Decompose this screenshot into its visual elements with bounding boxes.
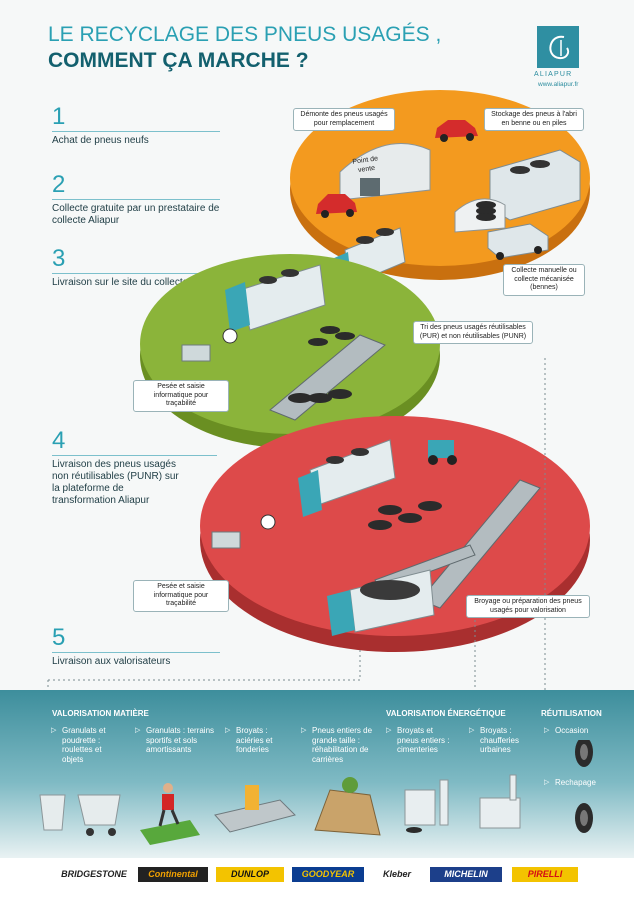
football-player-icon [140,783,200,845]
aliapur-logo [537,26,579,68]
step-rule [52,273,220,274]
triangle-icon: ▷ [301,727,307,734]
step-rule [52,199,220,200]
logo-url: www.aliapur.fr [538,81,579,88]
brand-goodyear: GOODYEAR [292,867,364,882]
step-rule [52,131,220,132]
item-chaufferies: ▷ Broyats : chaufferies urbaines [469,726,540,755]
step-text: Livraison des pneus usagés non réutilisa… [52,459,179,506]
step-text: Livraison sur le site du collecteur [52,277,198,288]
item-granulats-objets: ▷ Granulats et poudrette : roulettes et … [51,726,122,764]
item-text: Rechapage [555,778,596,787]
item-pneus-carrieres: ▷ Pneus entiers de grande taille : réhab… [301,726,380,764]
step-5: 5 Livraison aux valorisateurs [52,625,220,668]
heading-reutilisation: RÉUTILISATION [541,709,602,718]
step-1: 1 Achat de pneus neufs [52,104,220,147]
heading-valorisation-matiere: VALORISATION MATIÈRE [52,709,149,718]
step-rule [52,455,217,456]
item-broyats-acieries: ▷ Broyats : aciéries et fonderies [225,726,296,755]
item-text: Occasion [555,726,589,735]
item-text: Granulats : terrains sportifs et sols am… [146,726,215,754]
brand-dunlop: DUNLOP [216,867,284,882]
item-text: Broyats : aciéries et fonderies [236,726,273,754]
brand-michelin: MICHELIN [430,867,502,882]
title-line-2: COMMENT ÇA MARCHE ? [48,49,309,72]
item-text: Broyats et pneus entiers : cimenteries [397,726,450,754]
step-number: 3 [52,245,66,272]
tyre-occasion-icon [575,740,593,767]
callout-tri: Tri des pneus usagés réutilisables (PUR)… [413,321,533,344]
triangle-icon: ▷ [386,727,392,734]
item-text: Pneus entiers de grande taille : réhabil… [312,726,373,764]
brand-pirelli: PIRELLI [512,867,578,882]
logo-name: ALIAPUR [534,71,573,78]
heading-valorisation-energetique: VALORISATION ÉNERGÉTIQUE [386,709,506,718]
brand-bridgestone: BRIDGESTONE [61,869,127,879]
step-number: 5 [52,624,66,651]
valorisation-icons [39,740,593,845]
step-text: Achat de pneus neufs [52,135,149,146]
page-title: LE RECYCLAGE DES PNEUS USAGÉS , COMMENT … [48,22,441,74]
steel-mill-icon [214,785,296,833]
quarry-icon [314,777,381,836]
callout-pesee-2: Pesée et saisie informatique pour traçab… [133,580,229,612]
callout-collecte: Collecte manuelle ou collecte mécanisée … [503,264,585,296]
callout-broyage: Broyage ou préparation des pneus usagés … [466,595,590,618]
step-rule [52,652,220,653]
triangle-icon: ▷ [135,727,141,734]
brand-kleber: Kleber [382,869,411,879]
triangle-icon: ▷ [51,727,57,734]
cement-plant-icon [404,779,449,833]
step-text: Collecte gratuite par un prestataire de … [52,203,220,226]
step-number: 2 [52,171,66,198]
brand-continental: Continental [138,867,208,882]
logo-mark-icon [549,35,570,60]
step-2: 2 Collecte gratuite par un prestataire d… [52,172,220,227]
item-granulats-terrains: ▷ Granulats : terrains sportifs et sols … [135,726,216,755]
callout-demonte: Démonte des pneus usagés pour remplaceme… [293,108,395,131]
item-occasion: ▷ Occasion [544,726,605,736]
step-4: 4 Livraison des pneus usagés non réutili… [52,427,217,507]
step-3: 3 Livraison sur le site du collecteur [52,246,220,289]
heating-plant-icon [479,774,521,829]
step-number: 4 [52,427,66,454]
triangle-icon: ▷ [469,727,475,734]
step-number: 1 [52,103,66,130]
item-rechapage: ▷ Rechapage [544,778,605,788]
callout-stockage: Stockage des pneus à l'abri en benne ou … [484,108,584,131]
tyre-rechapage-icon [575,803,593,833]
triangle-icon: ▷ [544,779,550,786]
triangle-icon: ▷ [225,727,231,734]
callout-pesee-1: Pesée et saisie informatique pour traçab… [133,380,229,412]
step-text: Livraison aux valorisateurs [52,656,171,667]
title-line-1: LE RECYCLAGE DES PNEUS USAGÉS , [48,23,442,46]
item-text: Broyats : chaufferies urbaines [480,726,519,754]
triangle-icon: ▷ [544,727,550,734]
item-cimenteries: ▷ Broyats et pneus entiers : cimenteries [386,726,457,755]
cart-icon [39,794,121,836]
item-text: Granulats et poudrette : roulettes et ob… [62,726,106,764]
